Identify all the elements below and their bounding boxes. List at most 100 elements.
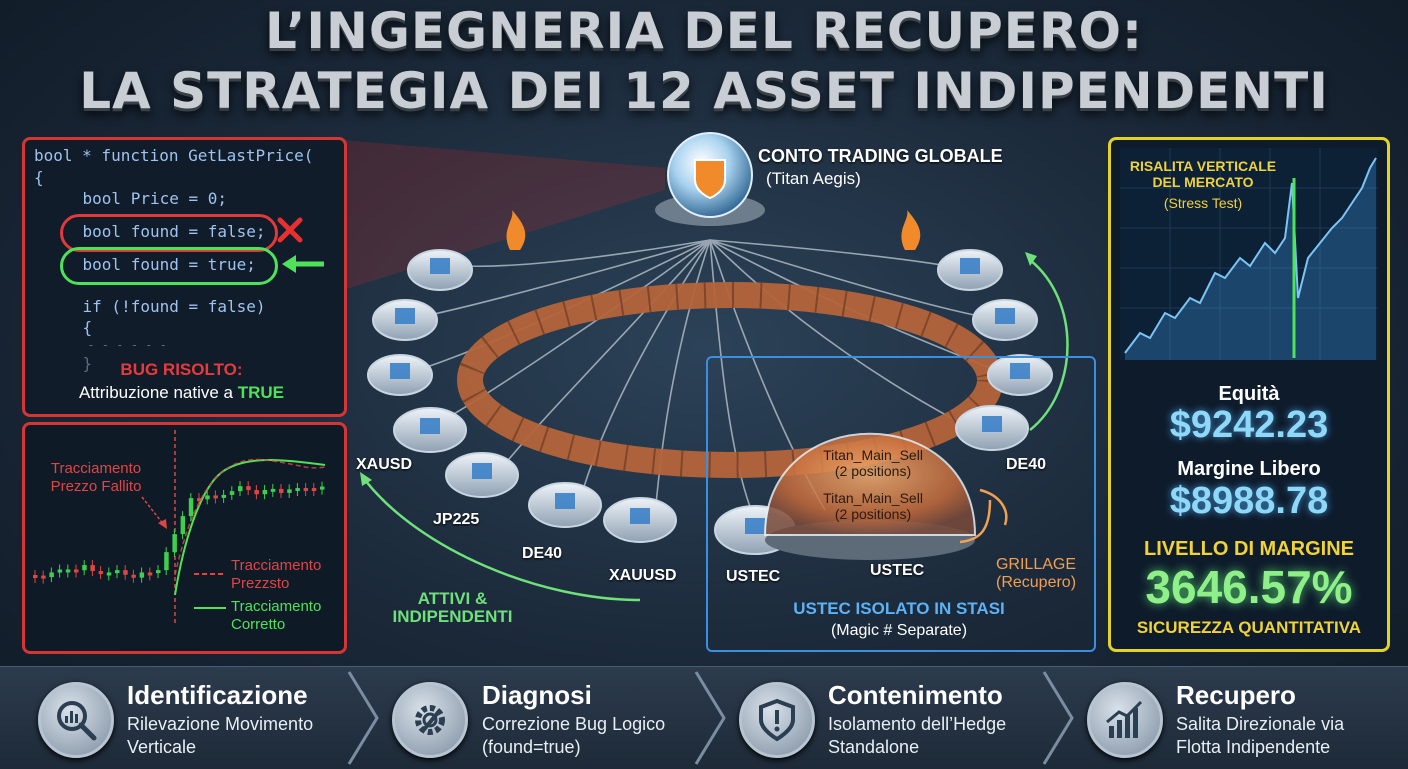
candle [123, 570, 128, 575]
grillage-label: GRILLAGE(Recupero) [995, 556, 1077, 591]
magnifier-chart-icon [38, 682, 114, 758]
candle [41, 575, 46, 579]
code-line-8: { [44, 318, 93, 337]
candle [213, 495, 218, 499]
candle [287, 489, 292, 493]
market-rise-sub: (Stress Test) [1163, 195, 1243, 211]
step-2-desc: Correzione Bug Logico(found=true) [482, 714, 666, 757]
node-jp225: JP225 [433, 511, 480, 528]
main-title-line2: LA STRATEGIA DEI 12 ASSET INDIPENDENTI [79, 62, 1329, 120]
node-ustec-dome: USTEC [870, 562, 925, 579]
error-highlight [60, 214, 278, 252]
dome-position-2: Titan_Main_Sell(2 positions) [823, 490, 923, 522]
arrow-left-icon [280, 253, 326, 280]
chevron-1 [347, 671, 379, 765]
global-account-sub: (Titan Aegis) [766, 169, 861, 188]
node-de40-right: DE40 [1006, 456, 1047, 473]
candle [147, 572, 153, 576]
candle [74, 569, 79, 573]
step-3-title: Contenimento [828, 680, 1003, 710]
x-mark-icon [275, 215, 305, 250]
candle [33, 575, 38, 578]
equity-value: $9242.23 [1169, 404, 1329, 446]
step-4-title: Recupero [1176, 680, 1296, 710]
candle [221, 494, 227, 498]
candle [270, 488, 276, 492]
candle [156, 570, 161, 574]
candle [279, 488, 284, 493]
candle [320, 486, 325, 490]
candle [295, 488, 300, 492]
code-line-5: bool found = true; [44, 255, 256, 274]
rising-chart-icon [1087, 682, 1163, 758]
code-line-1: bool * function GetLastPrice( [34, 146, 314, 165]
candle [172, 534, 177, 553]
code-line-3: bool Price = 0; [44, 189, 228, 208]
candle [205, 495, 210, 500]
bug-title: BUG RISOLTO: [120, 360, 243, 379]
margin-level-value: 3646.57% [1145, 561, 1353, 613]
chevron-2 [694, 671, 726, 765]
node-xauusd: XAUUSD [609, 567, 677, 584]
network-diagram [360, 132, 1069, 602]
candle [238, 486, 243, 492]
free-margin-value: $8988.78 [1169, 480, 1329, 522]
free-margin-label: Margine Libero [1177, 458, 1321, 480]
legend-dashed-label: Tracciamento Prezzsto [231, 557, 322, 592]
candle [139, 572, 145, 578]
margin-level-label: LIVELLO DI MARGINE [1144, 538, 1354, 560]
node-ustec-left: USTEC [726, 568, 781, 585]
code-line-2: { [34, 168, 44, 187]
candle [106, 572, 112, 576]
candle [303, 488, 309, 492]
candle [254, 490, 259, 495]
candle [98, 571, 104, 575]
candle [246, 486, 251, 491]
legend-solid-label: Tracciamento Corretto [231, 598, 322, 633]
candle [57, 569, 63, 573]
candle [262, 489, 268, 495]
candle [188, 498, 194, 517]
candle [164, 552, 169, 571]
ustec-isolated-title: USTEC ISOLATO IN STASI [793, 599, 1005, 618]
candle [82, 565, 87, 571]
legend-swatches [194, 573, 226, 609]
code-line-7: if (!found = false) [44, 297, 266, 316]
node-de40-left: DE40 [522, 545, 563, 562]
fix-highlight [60, 247, 278, 285]
market-rise-chart [1120, 148, 1378, 360]
main-title-line1: L’INGEGNERIA DEL RECUPERO: [265, 2, 1143, 60]
candle [180, 516, 186, 535]
chevron-3 [1042, 671, 1074, 765]
ustec-isolated-sub: (Magic # Separate) [830, 622, 968, 639]
code-line-10: } [44, 354, 93, 373]
ustec-isolated-box [706, 356, 1096, 652]
shield-alert-icon [739, 682, 815, 758]
candle [197, 498, 202, 502]
candle [131, 574, 136, 578]
gear-wrench-icon [392, 682, 468, 758]
code-line-4: bool found = false; [44, 222, 266, 241]
market-rise-title: RISALITA VERTICALE DEL MERCATO [1129, 158, 1277, 190]
candle [65, 569, 71, 573]
bug-subtitle: Attribuzione native a TRUE [78, 383, 285, 402]
active-independent-label: ATTIVI & INDIPENDENTI [392, 589, 513, 626]
code-line-9: - - - - - - [44, 338, 167, 352]
candlestick-chart [33, 430, 326, 625]
annotation-arrow [141, 496, 167, 529]
global-account-title: CONTO TRADING GLOBALE [758, 146, 1003, 166]
equity-label: Equità [1218, 383, 1280, 405]
quant-safety-label: SICUREZZA QUANTITATIVA [1136, 618, 1362, 637]
step-2-title: Diagnosi [482, 680, 592, 710]
candle [115, 570, 120, 574]
failed-tracking-label: Tracciamento Prezzo Fallito [50, 460, 142, 495]
candle [49, 572, 54, 578]
node-xausd: XAUSD [356, 456, 413, 473]
candle [90, 565, 95, 572]
candle [311, 488, 317, 492]
dome-position-1: Titan_Main_Sell(2 positions) [823, 447, 923, 479]
step-1-title: Identificazione [127, 680, 308, 710]
